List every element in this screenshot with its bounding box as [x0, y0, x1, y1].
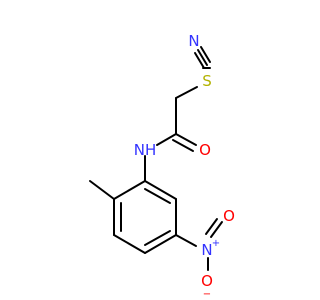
ring-bond-4: [144, 234, 177, 254]
ring-bond-1: [113, 180, 146, 200]
bond-carbonyl-nh: [156, 133, 177, 146]
bond-nitro-o-top-1: [210, 221, 223, 238]
atom-carbonyl-o: O: [199, 141, 211, 159]
atom-cyano-n: N: [188, 32, 199, 50]
bond-methyl: [89, 180, 115, 200]
atom-sulfur: S: [202, 72, 212, 90]
bond-cyano-triple-3: [194, 52, 205, 69]
ring-bond-6: [144, 180, 177, 200]
bond-nitro-o-top-2: [205, 218, 218, 235]
atom-nitro-o-top: O: [223, 207, 235, 225]
charge-nitro-plus: +: [212, 238, 220, 249]
bond-ring-nitro: [175, 234, 197, 247]
structure-canvas: N S O NH N + O O −: [89, 32, 235, 300]
ring-bond-6-inner: [144, 188, 171, 204]
atom-amide-nh: NH: [134, 141, 157, 159]
bond-cyano-triple-2: [200, 46, 211, 63]
bond-cyano-triple-1: [197, 49, 208, 66]
atom-nitro-o-bottom: O: [201, 272, 213, 290]
bond-s-ch2: [175, 86, 198, 99]
bond-carbonyl-o-1: [175, 133, 197, 146]
charge-nitro-minus: −: [203, 289, 211, 300]
ring-bond-3: [113, 234, 146, 254]
atom-nitro-n: N: [201, 241, 212, 259]
bond-carbonyl-o-2: [172, 139, 194, 152]
molecule-drawing: N S O NH N + O O −: [89, 32, 235, 300]
ring-bond-4-inner: [144, 230, 171, 246]
